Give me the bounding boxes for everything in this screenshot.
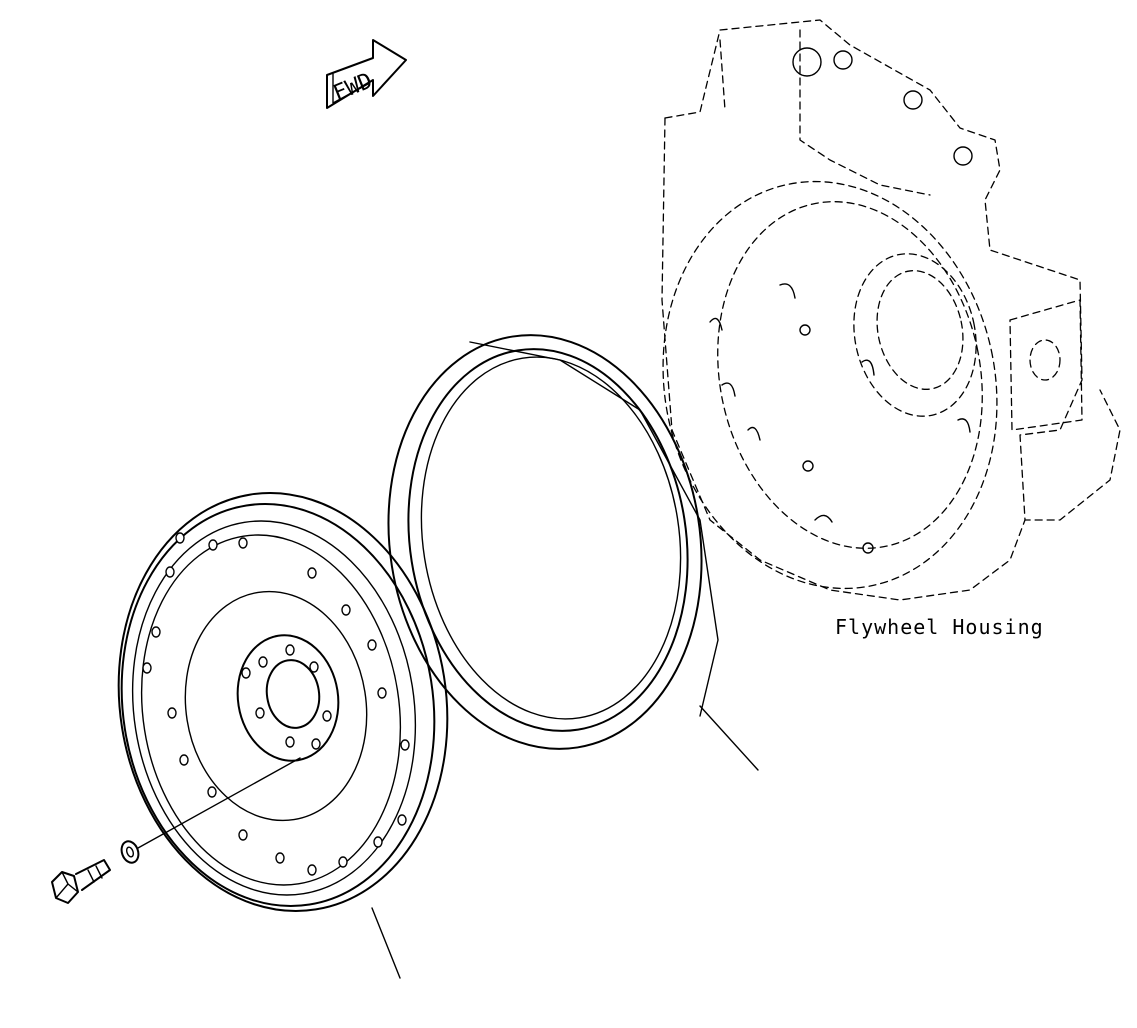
fwd-label: FWD xyxy=(330,68,376,106)
flywheel-housing-label: Flywheel Housing xyxy=(835,615,1044,639)
ring-gear xyxy=(387,334,759,771)
flywheel-housing xyxy=(661,19,1121,601)
fwd-arrow-icon: FWD xyxy=(326,39,407,109)
washer-icon xyxy=(120,840,140,864)
assembly-line xyxy=(137,757,301,849)
bolt-icon xyxy=(51,859,111,904)
flywheel xyxy=(117,492,449,979)
